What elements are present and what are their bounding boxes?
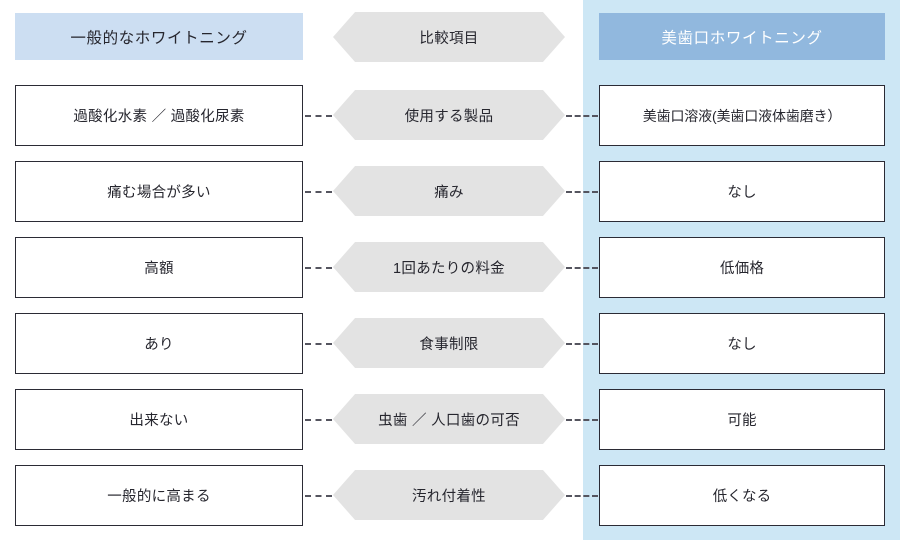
table-row-6-right-value: 低くなる (599, 465, 885, 526)
table-row-4-left-value: あり (15, 313, 303, 374)
connector-row-5-left (305, 419, 332, 421)
connector-row-2-left (305, 191, 332, 193)
table-row-2-center-label: 痛み (333, 166, 565, 216)
table-row-1-right-value: 美歯口溶液(美歯口液体歯磨き） (599, 85, 885, 146)
header-right-bihaku-whitening: 美歯口ホワイトニング (599, 13, 885, 60)
table-row-3-left-value: 高額 (15, 237, 303, 298)
connector-row-1-left (305, 115, 332, 117)
table-row-3-center-label: 1回あたりの料金 (333, 242, 565, 292)
table-row-4-center-label: 食事制限 (333, 318, 565, 368)
table-row-4-right-value: なし (599, 313, 885, 374)
table-row-5-center-label: 虫歯 ／ 人口歯の可否 (333, 394, 565, 444)
connector-row-2-right (566, 191, 598, 193)
header-left-general-whitening: 一般的なホワイトニング (15, 13, 303, 60)
table-row-2-left-value: 痛む場合が多い (15, 161, 303, 222)
connector-row-3-left (305, 267, 332, 269)
table-row-6-center-label: 汚れ付着性 (333, 470, 565, 520)
connector-row-4-left (305, 343, 332, 345)
header-center-comparison-item: 比較項目 (333, 12, 565, 62)
table-row-3-right-value: 低価格 (599, 237, 885, 298)
connector-row-6-right (566, 495, 598, 497)
table-row-2-right-value: なし (599, 161, 885, 222)
table-row-1-center-label: 使用する製品 (333, 90, 565, 140)
table-row-1-left-value: 過酸化水素 ／ 過酸化尿素 (15, 85, 303, 146)
table-row-5-left-value: 出来ない (15, 389, 303, 450)
connector-row-1-right (566, 115, 598, 117)
connector-row-3-right (566, 267, 598, 269)
connector-row-4-right (566, 343, 598, 345)
connector-row-5-right (566, 419, 598, 421)
table-row-5-right-value: 可能 (599, 389, 885, 450)
table-row-6-left-value: 一般的に高まる (15, 465, 303, 526)
connector-row-6-left (305, 495, 332, 497)
